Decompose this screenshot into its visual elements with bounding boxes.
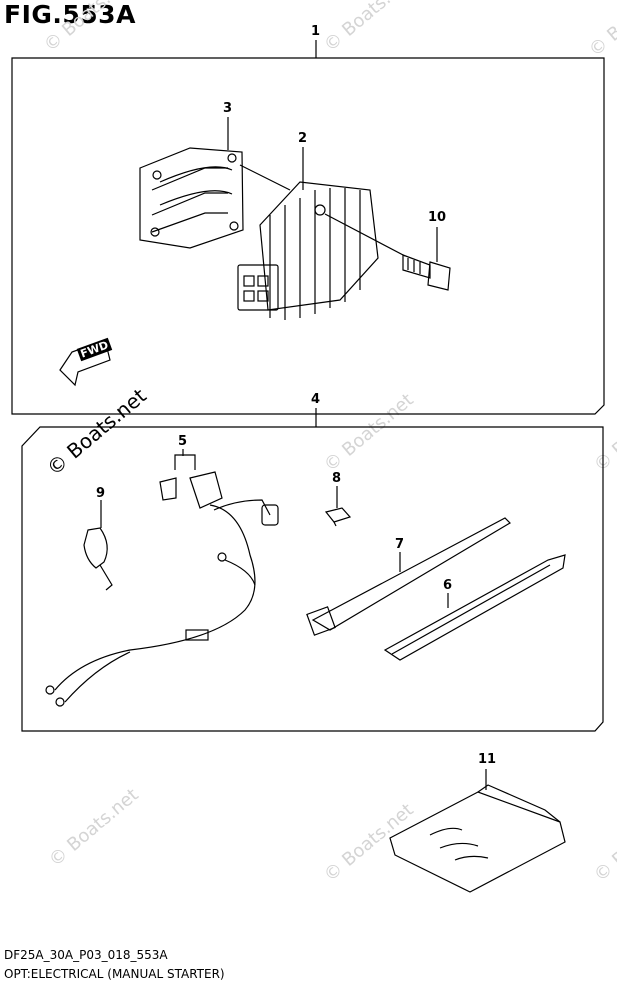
callout-8: 8 <box>332 471 342 486</box>
callout-4: 4 <box>311 392 321 407</box>
callout-2: 2 <box>298 131 308 146</box>
regulator <box>237 181 379 320</box>
fwd-arrow <box>59 339 111 387</box>
bag <box>389 784 566 893</box>
wire-harness <box>45 499 279 707</box>
band <box>383 554 566 661</box>
callout-9: 9 <box>96 486 106 501</box>
bolt <box>402 254 451 291</box>
callout-7: 7 <box>395 537 405 552</box>
cable-tie <box>306 517 511 636</box>
clamp <box>83 527 113 591</box>
callout-10: 10 <box>428 210 447 225</box>
callout-3: 3 <box>223 101 233 116</box>
diagram-code: DF25A_30A_P03_018_553A <box>4 948 168 962</box>
figure-title: FIG.553A <box>4 0 136 29</box>
diagram-caption: OPT:ELECTRICAL (MANUAL STARTER) <box>4 967 225 981</box>
fuse-connector <box>159 454 223 509</box>
callout-1: 1 <box>311 24 321 39</box>
bracket <box>139 147 244 249</box>
callout-5: 5 <box>178 434 188 449</box>
screw <box>324 507 352 527</box>
harness-frame <box>21 426 604 732</box>
callout-11: 11 <box>478 752 497 767</box>
kit-frame <box>11 57 605 415</box>
callout-6: 6 <box>443 578 453 593</box>
